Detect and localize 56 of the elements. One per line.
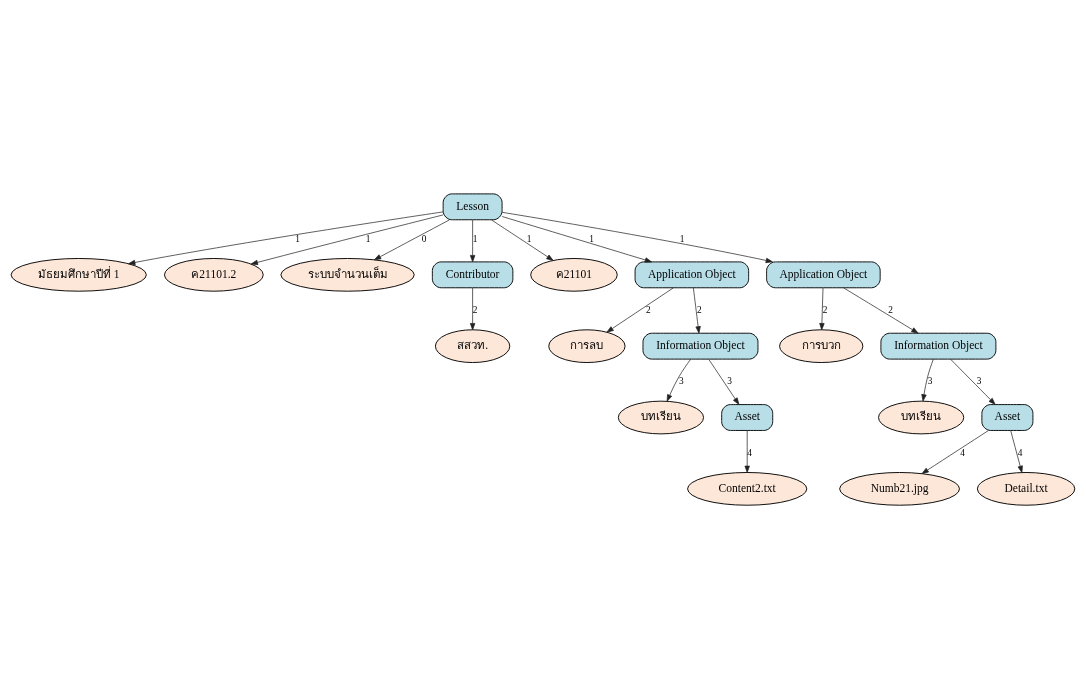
node-box: Lesson [442, 193, 503, 221]
arrow [921, 430, 989, 474]
arrow [666, 358, 691, 402]
edge-label: 4 [960, 447, 965, 458]
edge-label: 3 [679, 376, 684, 387]
arrow [491, 219, 554, 261]
edge-label: 3 [976, 376, 982, 387]
node-ellipse: ระบบจำนวนเต็ม [280, 258, 415, 292]
edge-label: 2 [472, 304, 478, 315]
edge-label: 2 [646, 304, 651, 315]
arrow [501, 211, 773, 264]
edge-label: 1 [526, 233, 532, 244]
edge-label: 4 [1017, 447, 1023, 458]
arrow [606, 287, 674, 333]
arrow [921, 358, 934, 402]
edge-label: 1 [472, 233, 478, 244]
node-box: Information Object [880, 332, 997, 360]
arrow [819, 287, 825, 331]
edge-label: 0 [421, 233, 427, 244]
edge-label: 3 [927, 376, 933, 387]
edge-label: 2 [822, 304, 828, 315]
node-box: Information Object [642, 332, 759, 360]
arrow [693, 287, 701, 334]
node-box: Contributor [431, 261, 514, 289]
arrow [128, 211, 444, 266]
node-box: Application Object [766, 261, 881, 289]
edge-label: 1 [679, 233, 685, 244]
edge-label: 1 [295, 233, 300, 244]
node-box: Application Object [634, 261, 750, 289]
node-ellipse: การบวก [779, 329, 864, 363]
node-ellipse: Content2.txt [687, 472, 808, 506]
edge-label: 1 [589, 233, 594, 244]
arrow [843, 287, 919, 334]
edge-label: 2 [697, 304, 702, 315]
arrow [470, 287, 476, 331]
edge-label: 3 [727, 376, 732, 387]
node-ellipse: Numb21.jpg [839, 472, 960, 506]
node-ellipse: สสวท. [434, 329, 511, 363]
arrow [1010, 430, 1023, 473]
arrow [501, 216, 652, 263]
edge-label: 2 [888, 304, 893, 315]
node-box: Asset [721, 404, 774, 431]
arrow [744, 430, 750, 473]
arrow [470, 219, 476, 263]
node-ellipse: ค21101 [530, 258, 618, 292]
arrow [708, 359, 740, 405]
node-ellipse: บทเรียน [617, 400, 705, 435]
node-ellipse: การลบ [548, 329, 626, 363]
arrow [250, 214, 444, 265]
arrow [950, 359, 996, 405]
edge-label: 1 [365, 233, 371, 244]
node-box: Asset [981, 404, 1034, 431]
node-ellipse: Detail.txt [976, 472, 1076, 506]
node-ellipse: บทเรียน [878, 400, 965, 435]
edge-label: 4 [747, 447, 753, 458]
arrow [374, 219, 450, 261]
